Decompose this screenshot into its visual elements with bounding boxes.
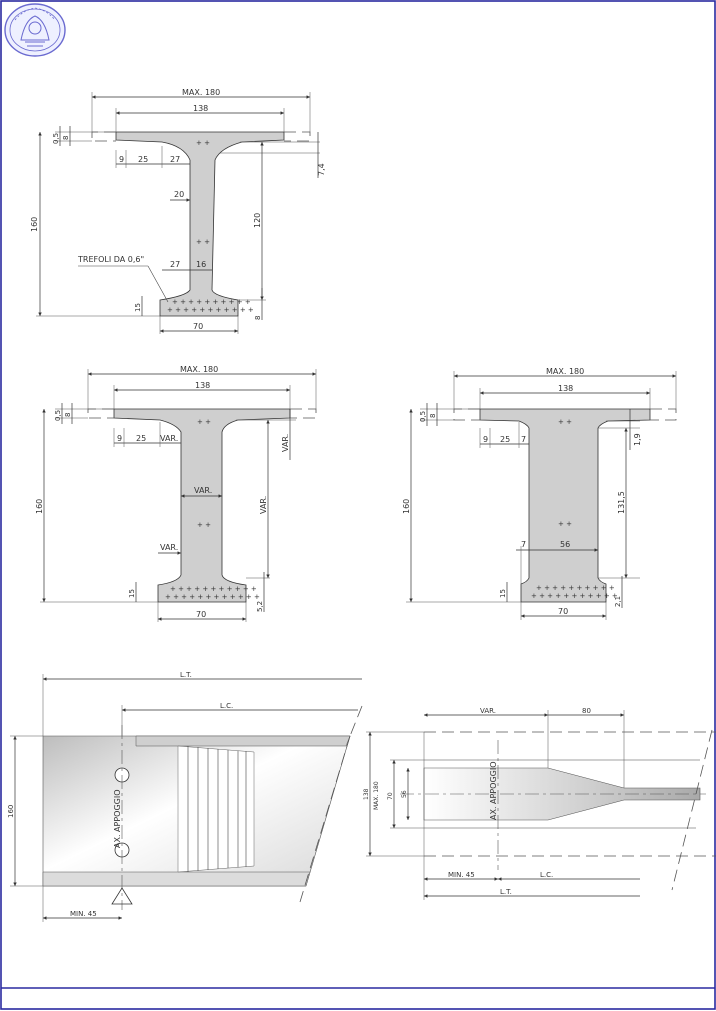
s2-dim-var-right: VAR.: [259, 496, 268, 514]
svg-text:+ +: + +: [197, 418, 211, 426]
s3-dim-flange-b: 8: [429, 414, 437, 418]
s3-dim-flange-a: 0,5: [419, 411, 427, 422]
s1-dim-74: 7,4: [317, 163, 326, 176]
s2-dim-h: 160: [35, 499, 44, 514]
s2-dim-9: 9: [117, 434, 122, 443]
s1-dim-27: 27: [170, 155, 180, 164]
s1-dim-70: 70: [193, 322, 203, 331]
s2-dim-15: 15: [128, 589, 136, 598]
s1-dim-15: 15: [134, 303, 142, 312]
svg-text:+ +: + +: [196, 238, 210, 246]
s2-dim-var-bot: VAR.: [160, 543, 178, 552]
plan-view: AX. APPOGGIO VAR. 80 138 MAX. 180 70 56 …: [363, 707, 716, 900]
section-1: + + + + + + + + + + + + + + + + + + + + …: [30, 88, 326, 334]
s2-dim-var-top: VAR.: [160, 434, 178, 443]
svg-text:+ + + + + + + + + + +: + + + + + + + + + + +: [531, 592, 618, 600]
s2-dim-52: 5,2: [256, 601, 264, 612]
seal-logo-icon: [4, 3, 66, 57]
s1-dim-20: 20: [174, 190, 184, 199]
s3-dim-25: 25: [500, 435, 510, 444]
plan-dim-lc: L.C.: [540, 871, 553, 879]
s1-dim-9: 9: [119, 155, 124, 164]
s1-label-strands: TREFOLI DA 0,6": [77, 255, 144, 264]
s2-dim-flange-a: 0,5: [54, 410, 62, 421]
s1-dim-8: 8: [254, 316, 262, 320]
s2-dim-top: 138: [195, 381, 210, 390]
svg-text:+ + + + + + + + + +: + + + + + + + + + +: [172, 298, 251, 306]
svg-text:+ + + + + + + + + + +: + + + + + + + + + + +: [170, 585, 257, 593]
s2-dim-var-right-top: VAR.: [281, 434, 290, 452]
s2-dim-max: MAX. 180: [180, 365, 218, 374]
s3-dim-top: 138: [558, 384, 573, 393]
s1-dim-flange-a: 0,5: [52, 133, 60, 144]
elev-dim-lc: L.C.: [220, 702, 233, 710]
plan-dim-max180: MAX. 180: [373, 781, 380, 810]
svg-text:+ + + + + + + + + +: + + + + + + + + + +: [536, 584, 615, 592]
plan-dim-min: MIN. 45: [448, 871, 475, 879]
elev-label-axis: AX. APPOGGIO: [113, 789, 122, 848]
s3-dim-7b: 7: [521, 540, 526, 549]
s3-dim-21: 2,1: [614, 596, 622, 607]
s2-dim-70: 70: [196, 610, 206, 619]
s3-dim-19: 1,9: [633, 433, 642, 446]
s2-dim-var-web: VAR.: [194, 486, 212, 495]
section-2: + + + + + + + + + + + + + + + + + + + + …: [35, 365, 317, 622]
plan-dim-70: 70: [387, 792, 394, 800]
s3-dim-9: 9: [483, 435, 488, 444]
s3-dim-56: 56: [560, 540, 570, 549]
plan-dim-lt: L.T.: [500, 888, 512, 896]
plan-dim-138: 138: [363, 788, 370, 800]
s1-dim-27b: 27: [170, 260, 180, 269]
plan-label-axis: AX. APPOGGIO: [489, 761, 498, 820]
s3-dim-max: MAX. 180: [546, 367, 584, 376]
s3-dim-15: 15: [499, 589, 507, 598]
s1-dim-max: MAX. 180: [182, 88, 220, 97]
elev-dim-h: 160: [7, 805, 15, 818]
svg-text:+ +: + +: [197, 521, 211, 529]
elevation-view: AX. APPOGGIO L.T. L.C. 160 MIN. 45: [7, 671, 363, 922]
svg-text:+ +: + +: [196, 139, 210, 147]
svg-text:+ + + + + + + + + + + +: + + + + + + + + + + + +: [165, 593, 260, 601]
svg-text:+ +: + +: [558, 520, 572, 528]
s1-dim-h: 160: [30, 217, 39, 232]
s2-dim-25: 25: [136, 434, 146, 443]
s1-dim-25: 25: [138, 155, 148, 164]
s3-dim-1315: 131,5: [617, 491, 626, 514]
s1-dim-top: 138: [193, 104, 208, 113]
plan-dim-56: 56: [401, 790, 408, 798]
s3-dim-70: 70: [558, 607, 568, 616]
svg-text:+ +: + +: [558, 418, 572, 426]
s3-dim-h: 160: [402, 499, 411, 514]
s1-dim-16: 16: [196, 260, 206, 269]
elev-dim-lt: L.T.: [180, 671, 192, 679]
elev-dim-min: MIN. 45: [70, 910, 97, 918]
s1-dim-flange-b: 8: [62, 136, 70, 140]
plan-dim-var: VAR.: [480, 707, 496, 715]
s1-dim-120: 120: [253, 213, 262, 228]
plan-dim-80: 80: [582, 707, 591, 715]
s2-dim-flange-b: 8: [64, 413, 72, 417]
section-3: + + + + + + + + + + + + + + + + + + + + …: [402, 367, 677, 620]
svg-text:+ + + + + + + + + + +: + + + + + + + + + + +: [167, 306, 254, 314]
s3-dim-7: 7: [521, 435, 526, 444]
